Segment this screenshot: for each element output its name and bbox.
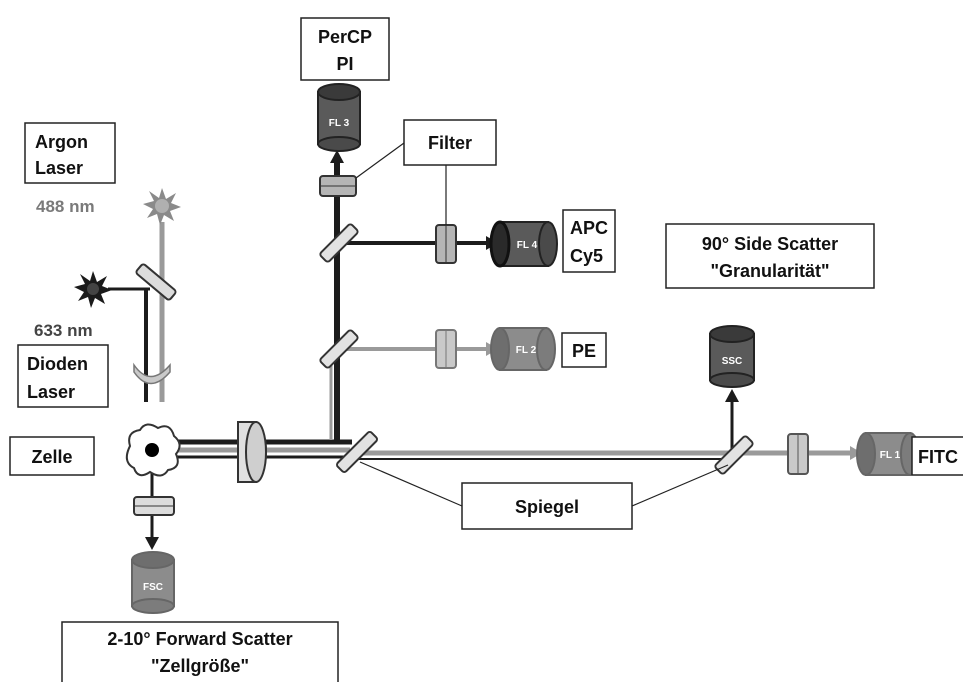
focusing-lens: [133, 362, 171, 385]
argon-laser-icon: [143, 188, 181, 225]
ssc-arrowhead: [725, 389, 739, 402]
label-apc: APC: [570, 218, 608, 238]
label-box-apc-cy5: APC Cy5: [562, 209, 616, 273]
detector-fl3: FL 3: [317, 83, 361, 152]
label-box-zelle: Zelle: [9, 436, 95, 476]
label-pi: PI: [336, 54, 353, 74]
label-zelle: Zelle: [31, 447, 72, 467]
fl1-arrowhead: [850, 446, 862, 460]
label-fitc: FITC: [918, 447, 958, 467]
detector-fl4: FL 4: [489, 220, 558, 268]
label-box-side-scatter: 90° Side Scatter "Granularität": [665, 223, 875, 289]
spiegel-callout-line-2: [631, 464, 729, 507]
filter-callout-line-1: [355, 142, 405, 179]
detector-fl4-label: FL 4: [517, 240, 538, 251]
spiegel-callout-line-1: [359, 461, 463, 507]
label-side-scatter-line1: 90° Side Scatter: [702, 234, 838, 254]
mirror-ssc: [714, 435, 754, 475]
detector-fsc: FSC: [131, 551, 175, 614]
laser-combiner-mirror: [135, 263, 177, 301]
label-side-scatter-line2: "Granularität": [710, 261, 829, 281]
collection-lens: [237, 421, 267, 483]
mirror-fl2: [319, 329, 359, 369]
detector-fl2: FL 2: [490, 327, 556, 371]
detector-ssc-label: SSC: [722, 356, 743, 367]
detector-fl1: FL 1: [856, 432, 920, 476]
label-box-spiegel: Spiegel: [359, 461, 729, 530]
label-filter: Filter: [428, 133, 472, 153]
label-percp: PerCP: [318, 27, 372, 47]
filter-fsc: [133, 496, 175, 516]
filter-fl2: [435, 329, 457, 369]
label-633nm: 633 nm: [34, 321, 93, 340]
diode-laser-icon: [74, 271, 112, 308]
label-box-filter: Filter: [355, 119, 497, 225]
label-dioden-line2: Laser: [27, 382, 75, 402]
label-box-forward-scatter: 2-10° Forward Scatter "Zellgröße": [61, 621, 339, 682]
label-argon-line1: Argon: [35, 132, 88, 152]
detector-fl1-label: FL 1: [880, 450, 901, 461]
label-forward-scatter-line1: 2-10° Forward Scatter: [107, 629, 292, 649]
label-box-argon-laser: Argon Laser: [24, 122, 116, 184]
label-spiegel: Spiegel: [515, 497, 579, 517]
label-box-pe: PE: [561, 332, 607, 368]
label-forward-scatter-line2: "Zellgröße": [151, 656, 249, 676]
detector-fsc-label: FSC: [143, 582, 163, 593]
fsc-arrowhead: [145, 537, 159, 550]
label-box-percp-pi: PerCP PI: [300, 17, 390, 81]
label-488nm: 488 nm: [36, 197, 95, 216]
label-box-dioden-laser: Dioden Laser: [17, 344, 109, 408]
cell-icon: [125, 423, 181, 477]
label-box-fitc: FITC: [911, 436, 963, 476]
detector-ssc: SSC: [709, 325, 755, 388]
detector-fl2-label: FL 2: [516, 345, 537, 356]
label-argon-line2: Laser: [35, 158, 83, 178]
fl3-arrowhead: [330, 150, 344, 163]
label-pe: PE: [572, 341, 596, 361]
filter-fl3: [319, 175, 357, 197]
mirror-fl4: [319, 223, 359, 263]
mirror-main: [336, 431, 378, 473]
filter-fl1: [787, 433, 809, 475]
filter-fl4: [435, 224, 457, 264]
label-dioden-line1: Dioden: [27, 354, 88, 374]
label-cy5: Cy5: [570, 246, 603, 266]
detector-fl3-label: FL 3: [329, 118, 350, 129]
